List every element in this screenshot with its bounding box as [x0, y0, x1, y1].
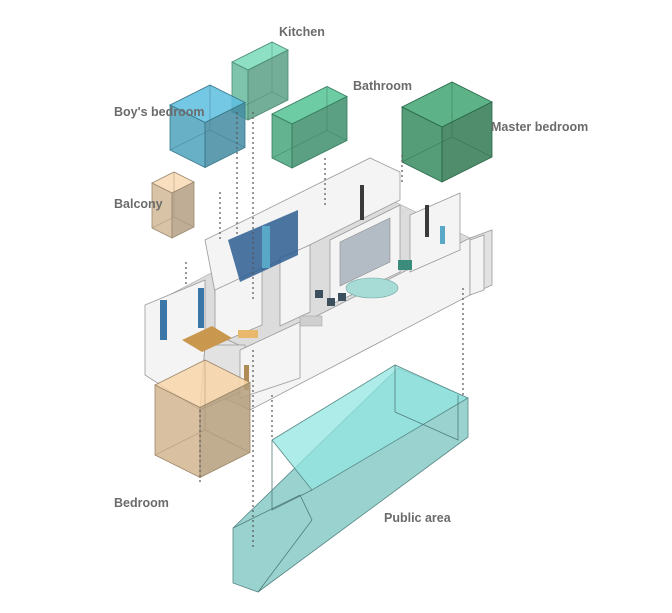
public-area-label: Public area [384, 511, 452, 525]
bathroom-box [271, 86, 348, 169]
box-right-face [291, 95, 348, 169]
box-right-face [204, 101, 246, 169]
box-hidden-edge [231, 42, 289, 113]
dining-chair [315, 290, 323, 298]
partition-5 [409, 192, 461, 273]
public-area-volume [232, 364, 469, 593]
bathroom-label: Bathroom [353, 79, 412, 93]
boys-bedroom-label: Boy's bedroom [114, 105, 205, 119]
boys-bedroom-box [169, 84, 246, 169]
door-frame [425, 205, 429, 237]
curtain [262, 226, 270, 268]
box-right-face [247, 49, 289, 121]
box-hidden-edge [271, 86, 348, 159]
marble-feature-wall [339, 217, 391, 287]
bedroom-box [154, 359, 251, 479]
curtain [160, 300, 167, 340]
armchair [398, 260, 412, 270]
curtain [440, 226, 445, 244]
public-area-top [271, 364, 469, 491]
desk [238, 330, 258, 338]
public-area-edge [271, 440, 313, 511]
master-bedroom-label: Master bedroom [491, 120, 588, 134]
bedroom-label: Bedroom [114, 496, 169, 510]
balcony-box [151, 171, 195, 239]
partition-2 [279, 244, 311, 327]
door [244, 365, 249, 390]
dining-chair [338, 293, 346, 301]
cabinet [299, 315, 323, 327]
box-hidden-edge [401, 82, 493, 163]
box-left-face [271, 113, 293, 169]
kitchen-label: Kitchen [279, 25, 325, 39]
box-hidden-edge [151, 172, 195, 229]
box-hidden-edge [154, 360, 251, 456]
dining-chair [327, 298, 335, 306]
door-frame [360, 185, 364, 220]
box-right-face [441, 101, 493, 183]
master-bedroom-box [401, 81, 493, 183]
apartment-model [144, 157, 493, 411]
rug [345, 277, 399, 299]
public-area-edge [232, 494, 313, 593]
right-end-cap [469, 234, 485, 296]
curtain [198, 288, 204, 328]
leader-lines [185, 112, 464, 548]
bed [182, 326, 232, 352]
box-hidden-edge [169, 85, 246, 151]
public-area-edge [394, 365, 459, 441]
balcony-label: Balcony [114, 197, 163, 211]
